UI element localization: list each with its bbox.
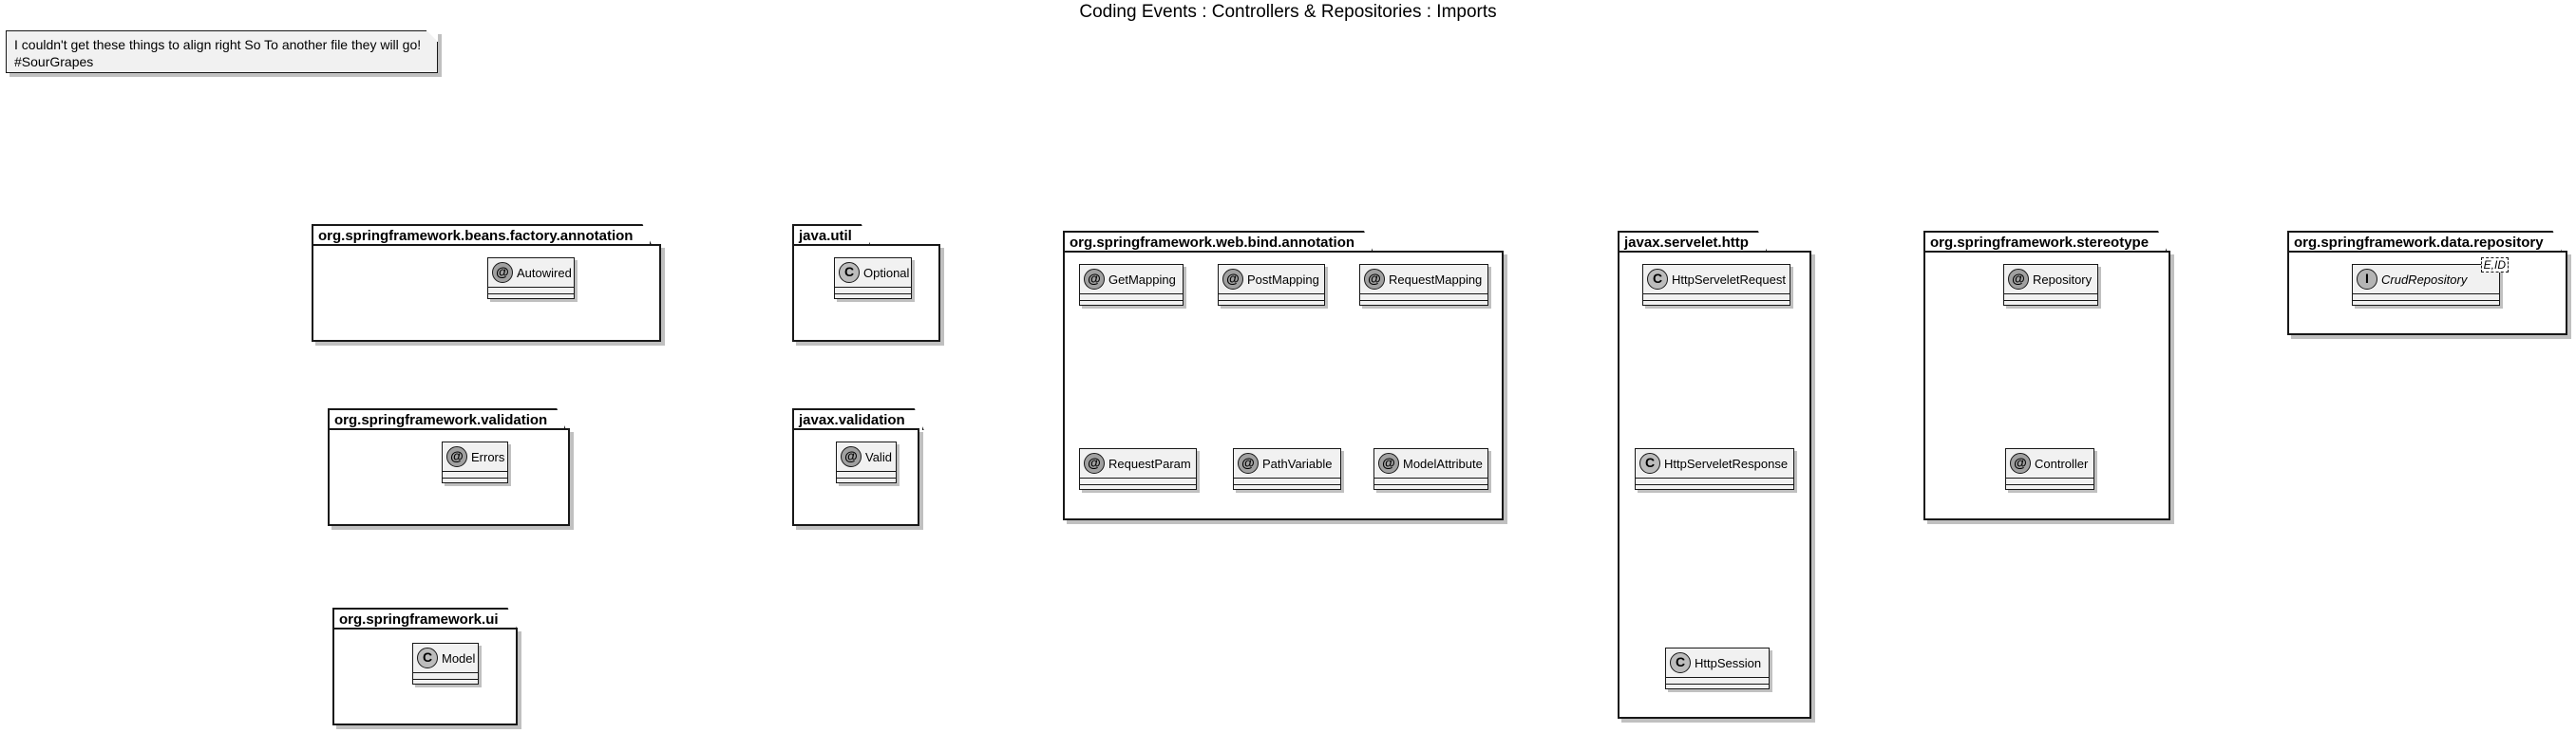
- class-name: ModelAttribute: [1403, 456, 1483, 471]
- class-name: RequestParam: [1108, 456, 1191, 471]
- package-body: @ Repository @ Controller: [1923, 251, 2170, 520]
- class-icon: C: [1670, 652, 1691, 673]
- package-body: @ Autowired: [312, 244, 661, 342]
- package-stereotype: org.springframework.stereotype @ Reposito…: [1923, 231, 2170, 520]
- class-httpserveletrequest[interactable]: C HttpServeletRequest: [1642, 264, 1790, 306]
- class-postmapping[interactable]: @ PostMapping: [1218, 264, 1325, 306]
- class-name: CrudRepository: [2381, 272, 2468, 287]
- class-name: Repository: [2033, 272, 2093, 287]
- class-httpserveletresponse[interactable]: C HttpServeletResponse: [1635, 448, 1794, 490]
- annotation-icon: @: [2010, 453, 2031, 474]
- diagram-title: Coding Events : Controllers & Repositori…: [1079, 2, 1497, 22]
- note-line-2: #SourGrapes: [14, 54, 94, 69]
- package-beans-factory-annotation: org.springframework.beans.factory.annota…: [312, 224, 661, 342]
- class-repository[interactable]: @ Repository: [2003, 264, 2098, 306]
- package-tab: org.springframework.ui: [332, 608, 518, 630]
- package-data-repository: org.springframework.data.repository I Cru…: [2287, 231, 2567, 335]
- class-name: HttpSession: [1695, 655, 1762, 670]
- package-body: I CrudRepository E,ID: [2287, 251, 2567, 335]
- class-valid[interactable]: @Valid: [836, 442, 897, 483]
- class-pathvariable[interactable]: @PathVariable: [1233, 448, 1341, 490]
- annotation-icon: @: [1378, 453, 1399, 474]
- annotation-icon: @: [1222, 269, 1243, 290]
- package-javax-servelet-http: javax.servelet.http C HttpServeletRequest…: [1618, 231, 1811, 719]
- class-name: PostMapping: [1247, 272, 1319, 287]
- package-validation: org.springframework.validation @ Errors: [328, 408, 570, 526]
- class-name: Valid: [865, 449, 892, 464]
- annotation-icon: @: [1238, 453, 1259, 474]
- class-requestmapping[interactable]: @ RequestMapping: [1359, 264, 1488, 306]
- package-tab: javax.servelet.http: [1618, 231, 1768, 253]
- note-fold: [426, 30, 438, 42]
- package-body: @ Errors: [328, 428, 570, 526]
- package-tab: javax.validation: [792, 408, 924, 430]
- class-name: PathVariable: [1262, 456, 1333, 471]
- package-web-bind-annotation: org.springframework.web.bind.annotation …: [1063, 231, 1504, 520]
- class-name: Errors: [471, 449, 505, 464]
- class-name: RequestMapping: [1389, 272, 1483, 287]
- package-body: C HttpServeletRequest C HttpServeletRespon…: [1618, 251, 1811, 719]
- package-javax-validation: javax.validation @Valid: [792, 408, 919, 526]
- package-tab: org.springframework.web.bind.annotation: [1063, 231, 1373, 253]
- annotation-icon: @: [2008, 269, 2029, 290]
- class-errors[interactable]: @ Errors: [442, 442, 508, 483]
- annotation-icon: @: [1364, 269, 1385, 290]
- class-icon: C: [417, 648, 438, 668]
- class-autowired[interactable]: @ Autowired: [487, 257, 575, 299]
- class-modelattribute[interactable]: @ ModelAttribute: [1373, 448, 1488, 490]
- annotation-icon: @: [492, 262, 513, 283]
- package-tab: org.springframework.data.repository: [2287, 231, 2563, 253]
- class-icon: C: [839, 262, 860, 283]
- interface-crudrepository[interactable]: I CrudRepository E,ID: [2352, 257, 2509, 306]
- class-httpsession[interactable]: C HttpSession: [1665, 648, 1770, 689]
- annotation-icon: @: [1084, 453, 1105, 474]
- class-name: Model: [442, 650, 476, 666]
- class-name: Autowired: [517, 265, 572, 280]
- note: I couldn't get these things to align rig…: [6, 30, 438, 73]
- interface-icon: I: [2357, 269, 2377, 290]
- class-name: HttpServeletResponse: [1664, 456, 1789, 471]
- class-name: HttpServeletRequest: [1672, 272, 1786, 287]
- class-name: GetMapping: [1108, 272, 1176, 287]
- package-tab: org.springframework.validation: [328, 408, 566, 430]
- class-icon: C: [1647, 269, 1668, 290]
- annotation-icon: @: [841, 446, 862, 467]
- package-tab: java.util: [792, 224, 871, 246]
- class-icon: C: [1639, 453, 1660, 474]
- class-getmapping[interactable]: @GetMapping: [1079, 264, 1184, 306]
- package-body: @Valid: [792, 428, 919, 526]
- package-tab: org.springframework.stereotype: [1923, 231, 2168, 253]
- annotation-icon: @: [1084, 269, 1105, 290]
- note-line-1: I couldn't get these things to align rig…: [14, 37, 422, 52]
- package-body: @GetMapping @PostMapping @RequestMapping…: [1063, 251, 1504, 520]
- generic-parameters: E,ID: [2480, 257, 2509, 273]
- class-controller[interactable]: @ Controller: [2005, 448, 2094, 490]
- annotation-icon: @: [446, 446, 467, 467]
- class-requestparam[interactable]: @RequestParam: [1079, 448, 1197, 490]
- class-name: Optional: [863, 265, 910, 280]
- class-name: Controller: [2035, 456, 2089, 471]
- package-tab: org.springframework.beans.factory.annota…: [312, 224, 652, 246]
